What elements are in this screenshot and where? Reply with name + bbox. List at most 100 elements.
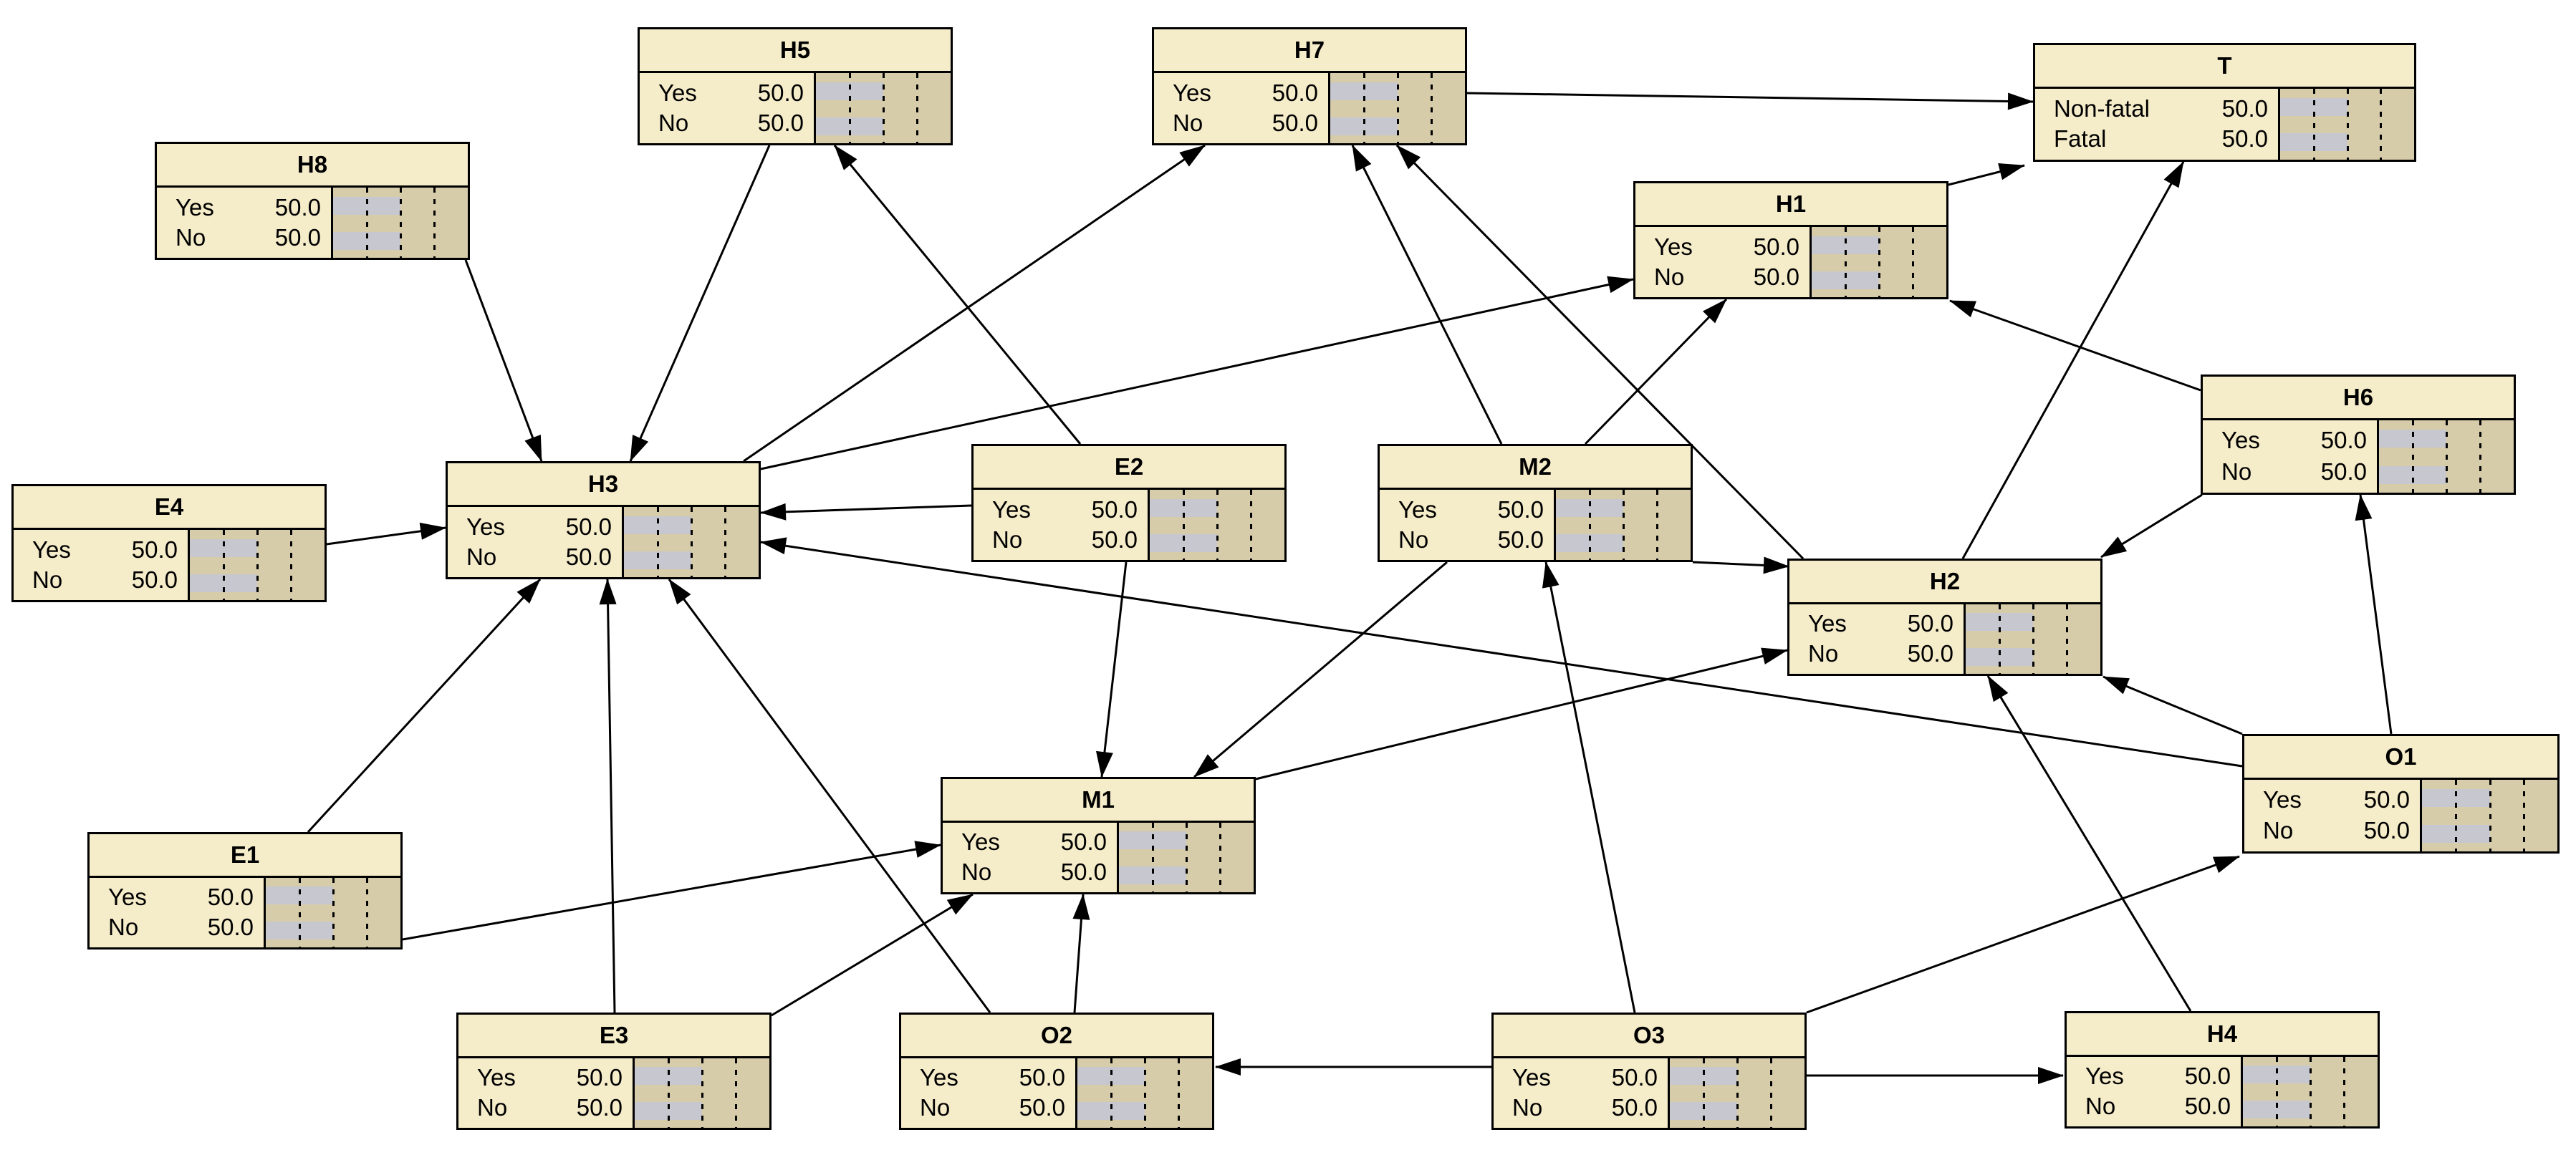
state-label: Yes: [992, 496, 1031, 523]
state-probability: 50.0: [1497, 526, 1544, 553]
state-probability: 50.0: [757, 109, 804, 136]
state-label: No: [961, 858, 992, 885]
edge-E1-H3: [307, 578, 542, 833]
state-label: No: [1808, 639, 1839, 667]
state-label: No: [2085, 1092, 2116, 1119]
node-E3-belief-bars: [633, 1058, 769, 1128]
bar-scale-gridline: [1589, 490, 1591, 560]
state-probability: 50.0: [2363, 817, 2410, 844]
state-probability: 50.0: [2363, 786, 2410, 813]
node-E4-title: E4: [14, 486, 325, 530]
state-label: Yes: [176, 193, 214, 221]
bar-scale-gridline: [1397, 73, 1399, 143]
bar-scale-gridline: [2346, 89, 2349, 160]
bar-scale-gridline: [332, 878, 335, 947]
state-probability: 50.0: [1019, 1093, 1065, 1121]
node-O3-title: O3: [1494, 1015, 1804, 1058]
node-H4-belief-bars: [2241, 1057, 2378, 1126]
bar-scale-gridline: [1186, 823, 1188, 892]
bar-scale-gridline: [849, 73, 851, 143]
state-label: No: [466, 543, 497, 570]
node-H1-title: H1: [1635, 183, 1946, 227]
edge-E2-H5: [833, 145, 1082, 445]
state-label: Yes: [658, 79, 697, 106]
bar-scale-gridline: [1703, 1058, 1705, 1128]
state-label: Yes: [920, 1064, 958, 1091]
edge-E3-H3: [599, 579, 617, 1013]
bar-scale-gridline: [223, 530, 225, 600]
edge-O3-O1: [1806, 855, 2240, 1014]
state-probability: 50.0: [131, 536, 178, 563]
state-probability: 50.0: [1019, 1064, 1065, 1091]
state-label: No: [992, 526, 1023, 553]
node-T-title: T: [2035, 45, 2414, 89]
state-probability: 50.0: [1497, 496, 1544, 523]
bar-scale-gridline: [1144, 1058, 1146, 1128]
state-label: No: [477, 1093, 508, 1121]
edge-E3-M1: [771, 893, 974, 1017]
state-label: No: [658, 109, 689, 136]
edge-H1-T: [1948, 163, 2025, 186]
edge-E2-M1: [1096, 561, 1128, 778]
state-probability: 50.0: [2221, 95, 2268, 122]
bar-scale-gridline: [2522, 780, 2525, 851]
edge-M2-M1: [1193, 561, 1448, 778]
node-M1-state-row: No 50.0: [943, 860, 1117, 884]
bar-scale-gridline: [691, 507, 693, 577]
edge-H8-H3: [464, 259, 543, 462]
edge-E4-H3: [326, 522, 446, 546]
bar-scale-gridline: [2455, 780, 2458, 851]
bar-scale-gridline: [366, 878, 368, 947]
node-H6-title: H6: [2203, 377, 2514, 420]
state-probability: 50.0: [1091, 496, 1138, 523]
bar-scale-gridline: [256, 530, 259, 600]
node-O3-belief-bars: [1668, 1058, 1804, 1128]
edge-O3-M2: [1542, 561, 1636, 1013]
bar-scale-gridline: [2446, 420, 2448, 493]
state-label: Yes: [466, 513, 505, 540]
bar-scale-gridline: [400, 188, 402, 258]
state-label: Fatal: [2054, 125, 2107, 153]
bar-scale-gridline: [2032, 604, 2034, 674]
state-probability: 50.0: [274, 223, 321, 251]
node-H4-title: H4: [2067, 1013, 2378, 1057]
node-H6-belief-bars: [2377, 420, 2514, 493]
state-probability: 50.0: [274, 193, 321, 221]
state-probability: 50.0: [1060, 858, 1107, 885]
